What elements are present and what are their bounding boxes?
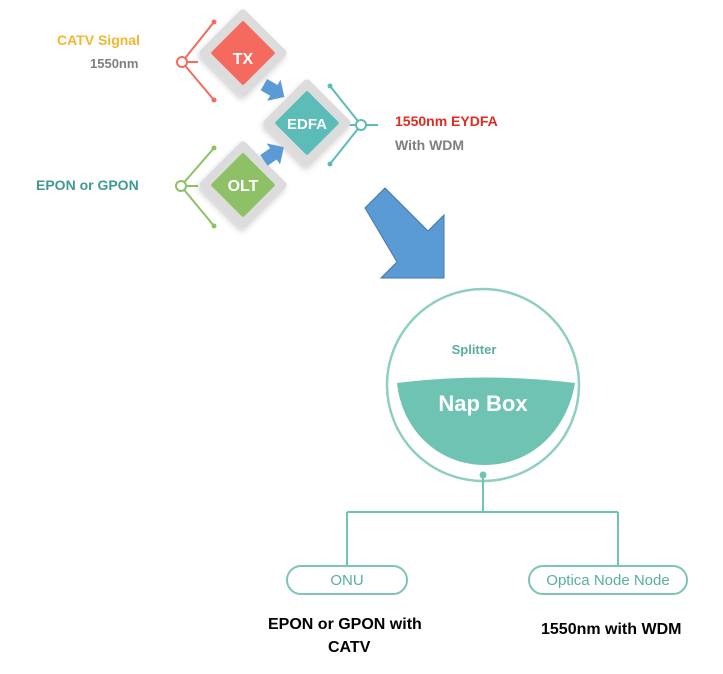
onu-caption-line1: EPON or GPON with xyxy=(268,616,422,633)
nap-box-label: Nap Box xyxy=(438,391,528,416)
catv-signal-label: CATV Signal xyxy=(57,32,140,48)
epon-connector xyxy=(175,145,217,229)
wdm-label: With WDM xyxy=(395,137,465,153)
edfa-label: EDFA xyxy=(287,116,327,133)
splitter-label: Splitter xyxy=(452,342,497,357)
catv-connector xyxy=(176,19,217,103)
optical-node-pill: Optica Node Node xyxy=(528,565,688,595)
onu-caption-line2: CATV xyxy=(328,639,371,656)
epon-gpon-label: EPON or GPON xyxy=(36,177,139,193)
edfa-node: EDFA xyxy=(263,79,351,167)
branch-junction-dot xyxy=(479,471,487,479)
onu-pill: ONU xyxy=(286,565,408,595)
arrow-down-right-icon xyxy=(364,187,445,279)
tx-node: TX xyxy=(199,9,287,97)
nap-box: Splitter Nap Box xyxy=(385,287,581,483)
olt-label: OLT xyxy=(228,178,259,195)
output-connector xyxy=(327,83,378,167)
arrow-right-icon xyxy=(260,143,284,166)
arrow-right-icon xyxy=(260,78,285,101)
catv-wavelength-label: 1550nm xyxy=(90,56,139,71)
optical-node-caption: 1550nm with WDM xyxy=(541,621,682,638)
eydfa-label: 1550nm EYDFA xyxy=(395,113,498,129)
tx-label: TX xyxy=(233,51,254,68)
olt-node: OLT xyxy=(199,141,287,229)
branch-lines xyxy=(346,475,619,565)
